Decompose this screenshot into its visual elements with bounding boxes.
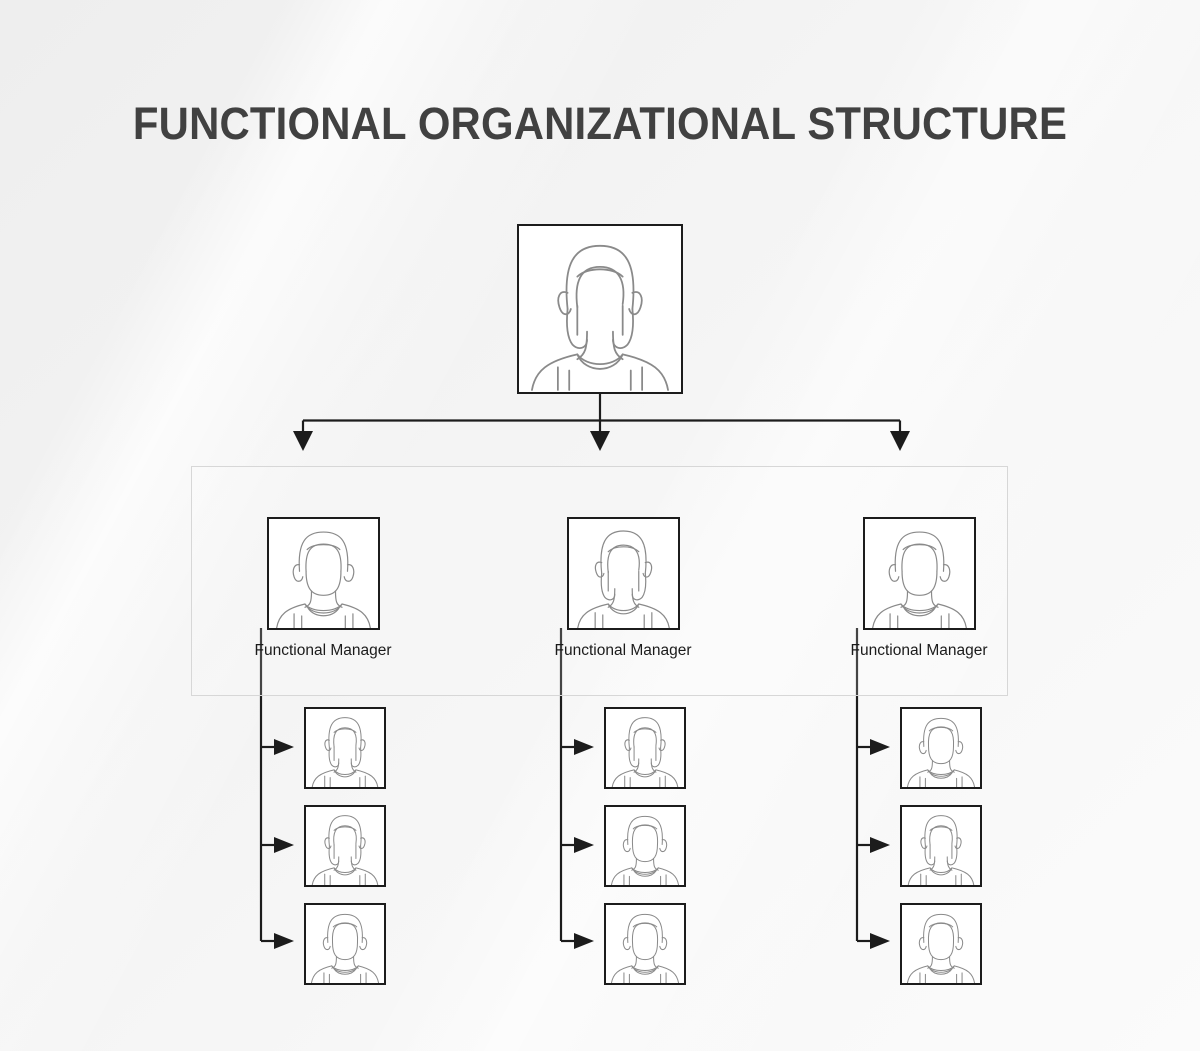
manager-1-photo-box[interactable] xyxy=(266,517,380,630)
arrowhead-down-2 xyxy=(590,431,610,451)
org-node-staff-3-2[interactable] xyxy=(900,805,982,887)
person-female-avatar xyxy=(576,530,670,628)
manager-1-label: Functional Manager xyxy=(254,642,392,659)
person-male-avatar xyxy=(906,913,976,983)
person-male-avatar xyxy=(871,531,967,628)
person-male-avatar xyxy=(610,815,680,885)
manager-2-label: Functional Manager xyxy=(554,642,692,659)
org-node-staff-1-1[interactable] xyxy=(304,707,386,789)
person-male-avatar xyxy=(275,531,371,628)
arrowhead-down-1 xyxy=(293,431,313,451)
arrowhead-right-1-2 xyxy=(274,837,294,853)
person-female-avatar xyxy=(311,815,379,885)
manager-3-label: Functional Manager xyxy=(850,642,988,659)
org-node-staff-3-1[interactable] xyxy=(900,707,982,789)
functional-manager-group: Functional Manager xyxy=(191,466,1008,696)
arrowhead-right-2-1 xyxy=(574,739,594,755)
org-node-staff-2-3[interactable] xyxy=(604,903,686,985)
arrowhead-right-3-3 xyxy=(870,933,890,949)
person-female-avatar xyxy=(531,244,669,391)
arrowhead-right-1-3 xyxy=(274,933,294,949)
org-node-manager-3[interactable]: Functional Manager xyxy=(804,517,1034,660)
manager-3-photo-box[interactable] xyxy=(862,517,976,630)
arrowhead-right-2-3 xyxy=(574,933,594,949)
page-title: FUNCTIONAL ORGANIZATIONAL STRUCTURE xyxy=(132,98,1068,149)
org-node-staff-2-1[interactable] xyxy=(604,707,686,789)
person-female-avatar xyxy=(311,717,379,787)
person-female-avatar xyxy=(907,815,975,885)
org-node-manager-2[interactable]: Functional Manager xyxy=(508,517,738,660)
arrowhead-down-3 xyxy=(890,431,910,451)
org-node-staff-1-3[interactable] xyxy=(304,903,386,985)
arrowhead-right-2-2 xyxy=(574,837,594,853)
person-male-avatar xyxy=(906,717,976,787)
arrowhead-right-3-1 xyxy=(870,739,890,755)
org-node-staff-1-2[interactable] xyxy=(304,805,386,887)
person-female-avatar xyxy=(611,717,679,787)
arrowhead-right-1-1 xyxy=(274,739,294,755)
person-male-avatar xyxy=(310,913,380,983)
org-node-root[interactable] xyxy=(517,224,683,394)
org-node-staff-3-3[interactable] xyxy=(900,903,982,985)
person-male-avatar xyxy=(610,913,680,983)
org-node-manager-1[interactable]: Functional Manager xyxy=(208,517,438,660)
arrowhead-right-3-2 xyxy=(870,837,890,853)
manager-2-photo-box[interactable] xyxy=(566,517,680,630)
org-node-staff-2-2[interactable] xyxy=(604,805,686,887)
